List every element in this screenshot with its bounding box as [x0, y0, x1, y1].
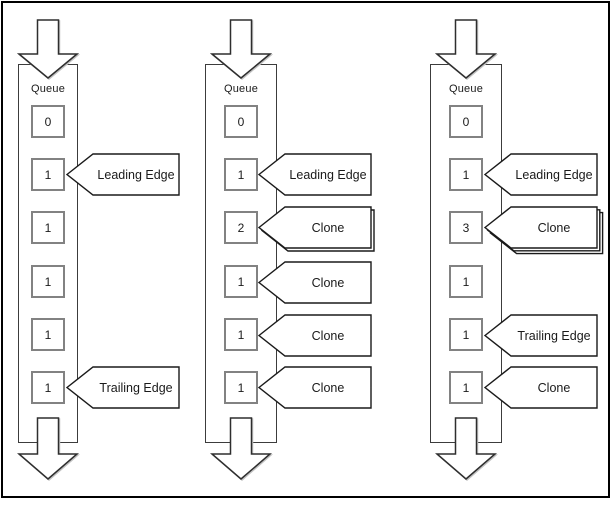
queue-cell: 1	[449, 371, 483, 404]
cell-value: 1	[44, 220, 52, 235]
outer-frame	[1, 1, 610, 498]
callout-trailing-edge-q3: Trailing Edge	[484, 314, 604, 363]
inflow-down-arrow-icon	[435, 19, 497, 79]
queue-cell: 0	[224, 105, 258, 138]
callout-banner-icon	[484, 153, 598, 196]
cell-value: 0	[44, 114, 52, 129]
cell-value: 1	[44, 167, 52, 182]
callout-label: Clone	[311, 275, 345, 290]
callout-banner-icon	[258, 153, 372, 196]
callout-label: Clone	[537, 380, 571, 395]
queue-cell: 1	[31, 158, 65, 191]
queue-cell: 1	[31, 318, 65, 351]
callout-label: Trailing Edge	[517, 328, 591, 343]
callout-trailing-edge-q1: Trailing Edge	[66, 366, 186, 415]
callout-clone-q2: Clone	[258, 366, 378, 415]
queue-cell: 1	[31, 265, 65, 298]
queue-cell: 3	[449, 211, 483, 244]
callout-banner-icon	[258, 366, 372, 409]
queue-cell: 0	[31, 105, 65, 138]
cell-value: 1	[462, 167, 470, 182]
cell-value: 1	[237, 380, 245, 395]
callout-banner-stack-icon	[484, 206, 604, 255]
cell-value: 1	[237, 327, 245, 342]
callout-label: Leading Edge	[97, 167, 175, 182]
callout-label: Clone	[311, 380, 345, 395]
callout-leading-edge-q2: Leading Edge	[258, 153, 378, 202]
callout-label: Leading Edge	[515, 167, 593, 182]
callout-banner-icon	[258, 261, 372, 304]
cell-value: 1	[462, 380, 470, 395]
queue-title-2: Queue	[223, 83, 259, 95]
outflow-down-arrow-icon	[210, 417, 272, 480]
queue-cell: 1	[449, 265, 483, 298]
queue-cell: 0	[449, 105, 483, 138]
callout-banner-icon	[484, 314, 598, 357]
queue-cell: 1	[31, 211, 65, 244]
queue-cell: 1	[224, 318, 258, 351]
cell-value: 1	[462, 327, 470, 342]
callout-label: Clone	[311, 220, 345, 235]
callout-label: Clone	[537, 220, 571, 235]
queue-title-1: Queue	[30, 83, 66, 95]
queue-cell: 1	[224, 371, 258, 404]
queue-cell: 1	[224, 158, 258, 191]
callout-banner-icon	[484, 366, 598, 409]
queue-cell: 1	[449, 158, 483, 191]
cell-value: 3	[462, 220, 470, 235]
callout-label: Clone	[311, 328, 345, 343]
callout-clone-q3: Clone	[484, 366, 604, 415]
callout-banner-icon	[258, 314, 372, 357]
cell-value: 2	[237, 220, 245, 235]
cell-value: 1	[44, 274, 52, 289]
callout-banner-icon	[66, 366, 180, 409]
callout-clone-q2: Clone	[258, 261, 378, 310]
callout-label: Leading Edge	[289, 167, 367, 182]
cell-value: 0	[237, 114, 245, 129]
cell-value: 1	[237, 167, 245, 182]
callout-banner-stack-icon	[258, 206, 375, 252]
queue-title-3: Queue	[448, 83, 484, 95]
cell-value: 1	[44, 380, 52, 395]
outflow-down-arrow-icon	[435, 417, 497, 480]
cell-value: 1	[237, 274, 245, 289]
inflow-down-arrow-icon	[17, 19, 79, 79]
callout-label: Trailing Edge	[99, 380, 173, 395]
inflow-down-arrow-icon	[210, 19, 272, 79]
queue-cell: 1	[449, 318, 483, 351]
callout-banner-icon	[66, 153, 180, 196]
queue-cell: 2	[224, 211, 258, 244]
callout-leading-edge-q1: Leading Edge	[66, 153, 186, 202]
cell-value: 1	[44, 327, 52, 342]
outflow-down-arrow-icon	[17, 417, 79, 480]
queue-cell: 1	[31, 371, 65, 404]
cell-value: 1	[462, 274, 470, 289]
callout-leading-edge-q3: Leading Edge	[484, 153, 604, 202]
callout-clone-q2: Clone	[258, 314, 378, 363]
callout-clone-q2-stacked: Clone	[258, 206, 378, 255]
queue-cell: 1	[224, 265, 258, 298]
cell-value: 0	[462, 114, 470, 129]
callout-clone-q3-stacked: Clone	[484, 206, 604, 255]
